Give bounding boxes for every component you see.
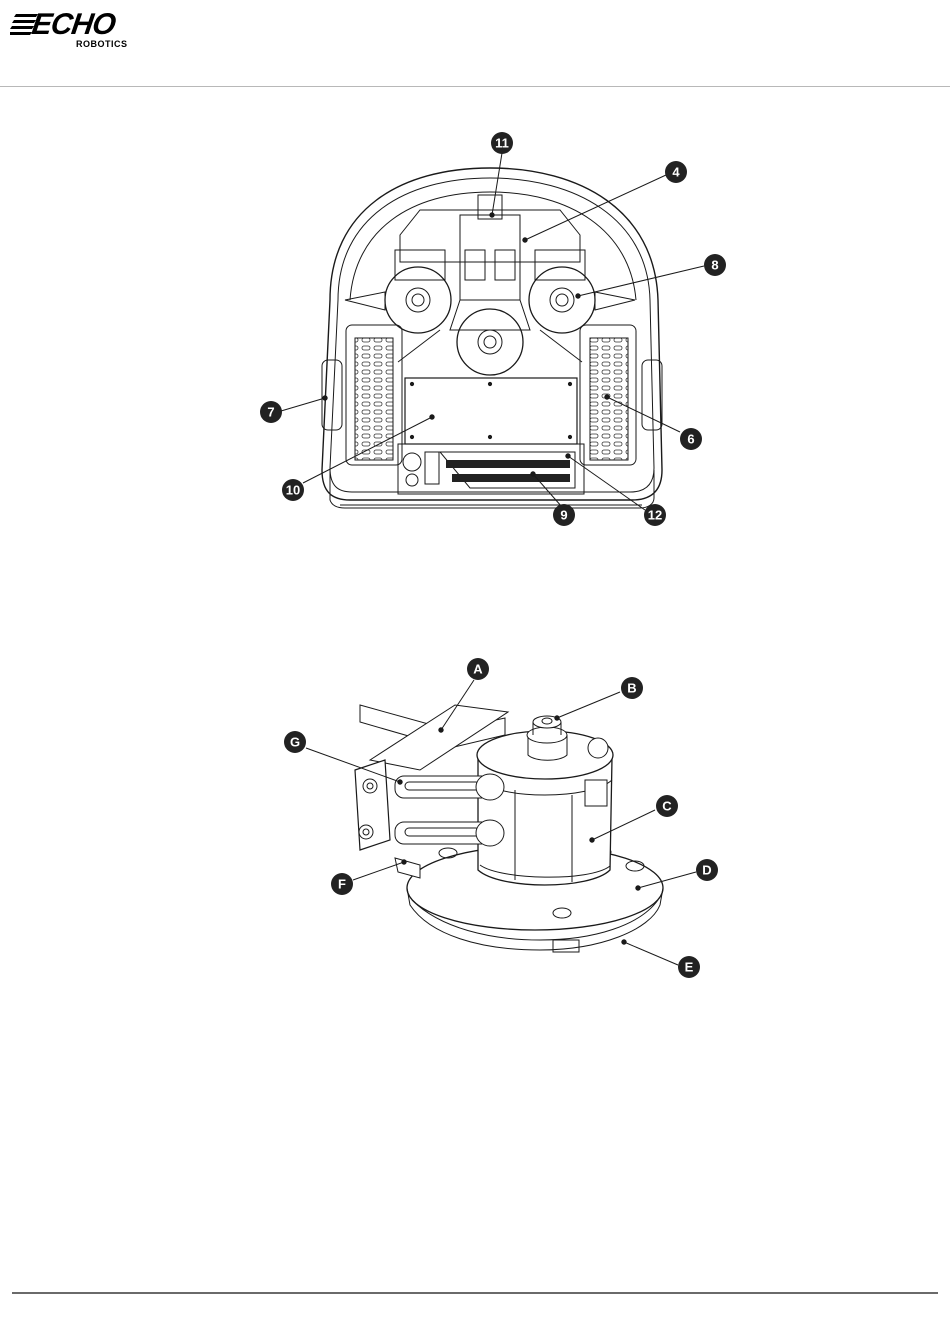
callout-a: A bbox=[467, 658, 489, 680]
callout-12: 12 bbox=[644, 504, 666, 526]
svg-text:D: D bbox=[702, 863, 711, 878]
callout-7: 7 bbox=[260, 401, 282, 423]
footer-divider bbox=[12, 1292, 938, 1294]
callout-g: G bbox=[284, 731, 306, 753]
svg-text:8: 8 bbox=[711, 258, 718, 273]
top-leader-lines bbox=[281, 153, 704, 510]
svg-text:C: C bbox=[662, 799, 672, 814]
svg-text:E: E bbox=[685, 960, 694, 975]
callout-d: D bbox=[696, 859, 718, 881]
callout-4: 4 bbox=[665, 161, 687, 183]
callout-8: 8 bbox=[704, 254, 726, 276]
callout-11: 11 bbox=[491, 132, 513, 154]
svg-text:7: 7 bbox=[267, 405, 274, 420]
callout-10: 10 bbox=[282, 479, 304, 501]
mower-underside-drawing bbox=[322, 168, 662, 508]
svg-text:9: 9 bbox=[560, 508, 567, 523]
svg-text:12: 12 bbox=[648, 508, 662, 523]
callout-e: E bbox=[678, 956, 700, 978]
svg-text:F: F bbox=[338, 877, 346, 892]
callout-b: B bbox=[621, 677, 643, 699]
callout-f: F bbox=[331, 873, 353, 895]
svg-text:B: B bbox=[627, 681, 636, 696]
svg-text:G: G bbox=[290, 735, 300, 750]
callout-6: 6 bbox=[680, 428, 702, 450]
svg-text:A: A bbox=[473, 662, 483, 677]
svg-text:4: 4 bbox=[672, 165, 680, 180]
svg-text:10: 10 bbox=[286, 483, 300, 498]
callout-9: 9 bbox=[553, 504, 575, 526]
svg-text:6: 6 bbox=[687, 432, 694, 447]
callout-c: C bbox=[656, 795, 678, 817]
svg-text:11: 11 bbox=[495, 136, 509, 151]
